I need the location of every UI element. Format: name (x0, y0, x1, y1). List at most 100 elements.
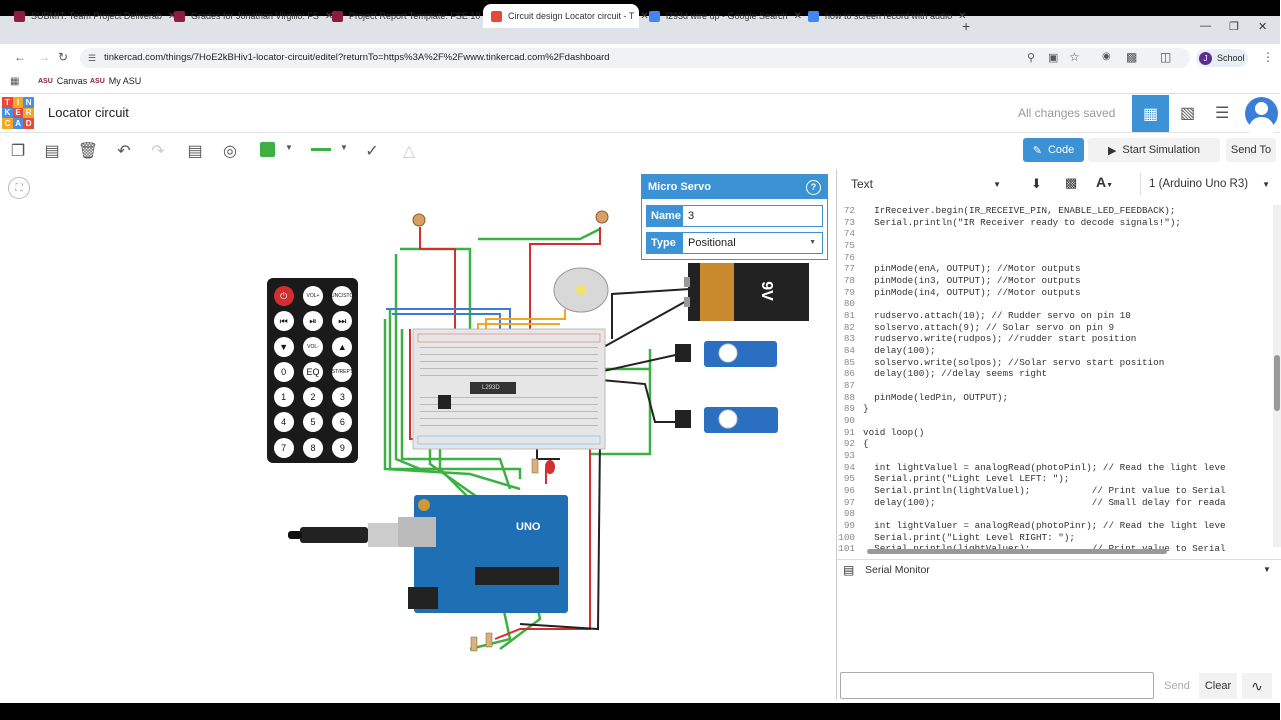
board-label: 1 (Arduino Uno R3) (1149, 178, 1249, 190)
note-visibility-icon[interactable]: ◎ (223, 143, 237, 160)
upload-library-icon[interactable]: ▩ (1065, 175, 1078, 190)
chevron-down-icon[interactable]: ▼ (285, 143, 293, 152)
close-tab-icon[interactable]: ✕ (958, 10, 967, 22)
asu-logo-icon: ASU (38, 77, 53, 85)
schematic-view-icon[interactable]: ▧ (1180, 105, 1196, 122)
clear-button[interactable]: Clear (1199, 673, 1237, 699)
flip-icon[interactable]: △ (402, 143, 416, 160)
delete-icon[interactable]: 🗑 (77, 143, 99, 160)
bookmark-my-asu[interactable]: ASU My ASU (90, 76, 141, 86)
bookmarks-bar: ▦ ASU Canvas ASU My ASU (0, 72, 1280, 94)
scrollbar-thumb[interactable] (1274, 355, 1280, 411)
close-tab-icon[interactable]: ✕ (324, 10, 334, 22)
code-text: } (863, 403, 869, 415)
browser-tab[interactable]: l293d wire up - Google Search✕ (641, 4, 802, 28)
send-button[interactable]: Send (1159, 673, 1195, 699)
component-list-icon[interactable]: ☰ (1215, 105, 1230, 122)
line-number: 100 (838, 531, 855, 543)
code-line: 100 Serial.print("Light Level RIGHT: "); (837, 532, 1273, 544)
close-tab-icon[interactable]: ✕ (167, 10, 177, 22)
close-window-icon[interactable]: ✕ (1258, 21, 1268, 33)
reload-icon[interactable]: ↻ (58, 50, 69, 64)
maximize-icon[interactable]: ❐ (1229, 21, 1239, 33)
profile-chip[interactable]: J School (1196, 49, 1248, 67)
browser-tab[interactable]: SUBMIT: Team Project Deliverab✕ (6, 4, 176, 28)
avatar: J (1199, 51, 1212, 65)
redo-icon[interactable]: ↷ (151, 143, 165, 160)
code-line: 72 IrReceiver.begin(IR_RECEIVE_PIN, ENAB… (837, 205, 1273, 217)
code-text: solservo.attach(9); // Solar servo on pi… (863, 321, 1115, 333)
line-number: 83 (843, 333, 855, 345)
browser-tab[interactable]: how to screen record with audio✕ (800, 4, 966, 28)
fit-view-icon[interactable]: ⛶ (8, 177, 30, 199)
help-icon[interactable]: ? (806, 179, 821, 195)
code-text: int lightValuer = analogRead(photoPinr);… (863, 520, 1226, 532)
tab-title: Project Report Template: FSE 10 (349, 11, 481, 21)
rotate-icon[interactable]: ✓ (365, 143, 379, 160)
code-vertical-scrollbar[interactable] (1273, 205, 1281, 547)
serial-input[interactable] (840, 672, 1154, 699)
line-number: 97 (843, 496, 855, 508)
code-line: 87 (837, 380, 1273, 392)
name-field[interactable]: 3 (682, 205, 823, 227)
extensions-puzzle-icon[interactable]: ▩ (1126, 50, 1138, 64)
code-line: 86 delay(100); //delay seems right (837, 368, 1273, 380)
url-input[interactable]: ☰ tinkercad.com/things/7HoE2kBHiv1-locat… (80, 48, 1190, 68)
code-horizontal-scrollbar[interactable] (867, 549, 1167, 554)
dc-motor (553, 267, 609, 313)
side-panel-icon[interactable]: ◫ (1160, 50, 1172, 64)
notes-icon[interactable]: ▤ (187, 143, 203, 160)
code-line: 101 Serial.println(lightValuer); // Prin… (837, 543, 1273, 555)
line-number: 79 (843, 286, 855, 298)
bookmark-star-icon[interactable]: ☆ (1069, 50, 1080, 64)
code-mode-label: Text (851, 177, 874, 191)
minimize-icon[interactable]: — (1200, 20, 1211, 32)
board-select[interactable]: 1 (Arduino Uno R3) ▼ (1140, 173, 1274, 195)
graph-button[interactable]: ∿ (1242, 673, 1272, 699)
bookmark-canvas[interactable]: ASU Canvas (38, 76, 87, 86)
browser-tab[interactable]: Circuit design Locator circuit - T✕ (483, 4, 649, 28)
type-select[interactable]: Positional ▼ (682, 232, 823, 254)
close-tab-icon[interactable]: ✕ (793, 10, 802, 22)
paste-icon[interactable]: ▤ (44, 143, 60, 160)
user-avatar[interactable] (1245, 97, 1278, 133)
undo-icon[interactable]: ↶ (117, 143, 131, 160)
favicon-icon (808, 10, 819, 22)
back-icon[interactable]: ← (14, 50, 26, 64)
send-to-button[interactable]: Send To (1226, 138, 1276, 162)
color-swatch[interactable] (260, 142, 275, 157)
code-text: Serial.print("Light Level LEFT: "); (863, 473, 1070, 485)
chevron-down-icon[interactable]: ▼ (1263, 565, 1271, 574)
new-tab-button[interactable]: + (962, 18, 971, 34)
circuit-canvas[interactable]: ⛶ (0, 169, 836, 720)
browser-tab[interactable]: Project Report Template: FSE 10 ✕ (324, 4, 495, 28)
close-tab-icon[interactable]: ✕ (640, 10, 649, 22)
download-icon[interactable]: ⬇ (1031, 176, 1042, 191)
code-button[interactable]: ✎ Code (1023, 138, 1084, 162)
zoom-icon[interactable]: ⚲ (1027, 52, 1036, 64)
serial-monitor-header[interactable]: ▤ Serial Monitor ▼ (837, 559, 1281, 579)
circuit-view-button[interactable]: ▦ (1132, 95, 1169, 132)
font-size-icon[interactable]: A▼ (1096, 174, 1114, 190)
browser-tab[interactable]: Grades for Jonathan Virgilio: FS✕ (166, 4, 333, 28)
start-simulation-button[interactable]: ▶ Start Simulation (1088, 138, 1220, 162)
install-icon[interactable]: ▣ (1048, 52, 1059, 64)
extension-icon[interactable]: ◉ (1102, 51, 1111, 62)
copy-icon[interactable]: ❐ (10, 143, 26, 160)
design-title[interactable]: Locator circuit (48, 105, 129, 120)
site-info-icon[interactable]: ☰ (88, 53, 97, 63)
code-editor[interactable]: 72 IrReceiver.begin(IR_RECEIVE_PIN, ENAB… (837, 205, 1273, 555)
apps-grid-icon[interactable]: ▦ (10, 76, 20, 87)
code-mode-select[interactable]: Text ▼ (843, 173, 1007, 195)
inspector-name-row: Name 3 (642, 204, 827, 228)
code-text: Serial.println("IR Receiver ready to dec… (863, 216, 1182, 228)
remote-button: 2 (302, 387, 323, 408)
forward-icon[interactable]: → (38, 50, 50, 64)
battery-label: 9V (757, 281, 775, 301)
kebab-menu-icon[interactable]: ⋮ (1262, 50, 1274, 64)
wire-type-swatch[interactable] (311, 148, 331, 151)
save-status: All changes saved (1018, 106, 1116, 120)
clear-button-label: Clear (1204, 680, 1232, 692)
chevron-down-icon[interactable]: ▼ (340, 143, 348, 152)
